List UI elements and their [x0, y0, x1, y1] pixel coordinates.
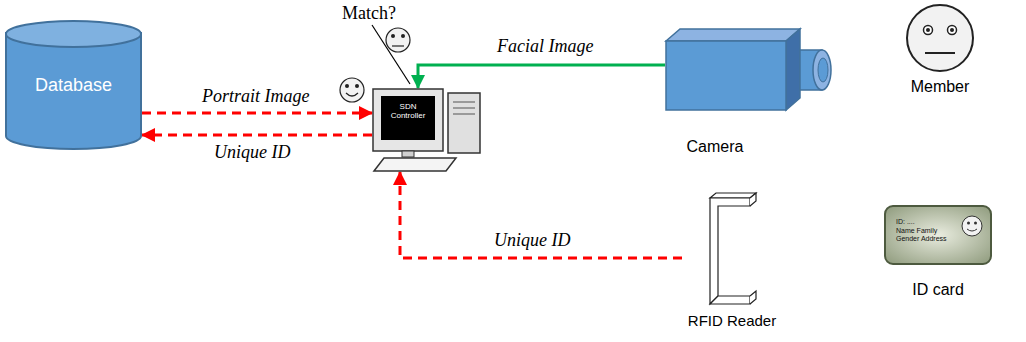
- id-card: ID: ....Name Family Gender Address ID car…: [880, 200, 996, 300]
- solid-arrow: [418, 65, 665, 88]
- dashed-arrow: [142, 112, 372, 115]
- sdn-controller-computer: SDN Controller: [372, 88, 482, 172]
- leader-line: [372, 25, 410, 84]
- smiling-face-icon: [340, 78, 364, 102]
- dashed-arrow: [400, 172, 682, 258]
- dashed-arrow: [142, 134, 372, 137]
- edge-label: Facial Image: [495, 36, 595, 57]
- node-text: Name Family Gender Address: [896, 227, 956, 243]
- edge-label: Unique ID: [492, 230, 572, 251]
- neutral-face-icon: [386, 28, 410, 52]
- node-text: ID: ....: [896, 218, 956, 226]
- node-text: Camera: [665, 138, 765, 156]
- node-text: Database: [5, 75, 142, 96]
- member-face: Member: [895, 0, 985, 110]
- node-text: ID card: [880, 281, 996, 299]
- node-text: RFID Reader: [682, 312, 782, 329]
- database-cylinder: Database: [5, 20, 142, 150]
- match-label: Match?: [340, 3, 398, 24]
- node-text: SDN Controller: [382, 102, 434, 120]
- rfid-reader: RFID Reader: [682, 192, 782, 336]
- node-text: Member: [895, 78, 985, 96]
- edge-label: Unique ID: [212, 142, 292, 163]
- edge-label: Portrait Image: [200, 86, 312, 107]
- sdn-controller-computer-outline: [372, 88, 482, 172]
- camera: Camera: [665, 28, 833, 160]
